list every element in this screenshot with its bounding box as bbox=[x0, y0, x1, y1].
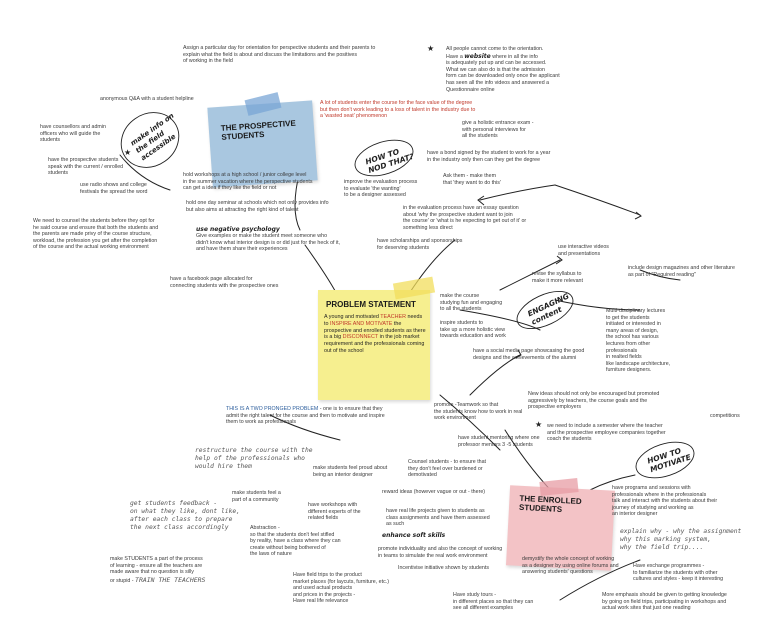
note-social-media: have a social media page showcasing the … bbox=[473, 348, 585, 361]
note-counsellors: have counsellors and admin officers who … bbox=[40, 124, 106, 144]
note-counsel-before: We need to counsel the students before t… bbox=[33, 218, 159, 251]
note-bond: have a bond signed by the student to wor… bbox=[427, 150, 551, 163]
note-teamwork: promote -Teamwork so that the students k… bbox=[434, 402, 523, 422]
note-workshops-school: hold workshops at a high school / junior… bbox=[183, 172, 313, 192]
note-make-course: make the course studying fun and engagin… bbox=[440, 293, 503, 313]
note-website: All people cannot come to the orientatio… bbox=[446, 46, 560, 93]
note-semester: we need to include a semester where the … bbox=[547, 423, 666, 443]
note-competitions: competitions bbox=[710, 413, 740, 419]
prospective-students-title: THE PROSPECTIVE STUDENTS bbox=[220, 118, 297, 142]
use-negative-psychology-label: use negative psychology bbox=[196, 226, 280, 233]
note-improve-eval: improve the evaluation process to evalua… bbox=[344, 179, 418, 199]
note-reward-ideas: reward ideas (however vague or out - the… bbox=[382, 489, 486, 495]
note-mentoring: have student mentoring where one profess… bbox=[458, 435, 540, 448]
problem-statement-title: PROBLEM STATEMENT bbox=[326, 300, 416, 309]
note-counsel-ensure: Counsel students - to ensure that they d… bbox=[408, 459, 487, 479]
note-demystify: demystify the whole concept of working a… bbox=[522, 556, 619, 576]
note-more-emphasis: More emphasis should be given to getting… bbox=[602, 592, 727, 612]
note-new-ideas: New ideas should not only be encouraged … bbox=[528, 391, 660, 411]
note-speak-community: have the prospective students speak with… bbox=[48, 157, 124, 177]
note-scholarships: have scholarships and sponsorships for d… bbox=[377, 238, 463, 251]
note-facebook: have a facebook page allocated for conne… bbox=[170, 276, 279, 289]
note-one-day-seminar: hold one day seminar at schools which no… bbox=[186, 200, 329, 213]
note-radio-shows: use radio shows and college festivals th… bbox=[80, 182, 148, 195]
note-interactive-videos: use interactive videos and presentations bbox=[558, 244, 609, 257]
note-lot-of-students: A lot of students enter the course for t… bbox=[320, 100, 476, 120]
note-revise-syllabus: revise the syllabus to make it more rele… bbox=[532, 271, 583, 284]
note-multidisciplinary: Multi-disciplinary lectures to get the s… bbox=[606, 308, 671, 374]
note-entrance-exam: give a holistic entrance exam - with per… bbox=[462, 120, 534, 140]
note-two-pronged: THIS IS A TWO PRONGED PROBLEM - one is t… bbox=[226, 406, 385, 426]
note-orientation-day: Assign a particular day for orientation … bbox=[183, 45, 376, 65]
note-inspire: inspire students to take up a more holis… bbox=[440, 320, 506, 340]
restructure-course-label: restructure the course with the help of … bbox=[195, 447, 313, 470]
note-make-students-part: make STUDENTS a part of the process of l… bbox=[110, 556, 206, 584]
note-students-proud: make students feel proud about being an … bbox=[313, 465, 388, 478]
note-incentivise: Incentivise initiative shown by students bbox=[398, 565, 489, 571]
problem-statement-note: PROBLEM STATEMENT A young and motivated … bbox=[318, 290, 430, 400]
note-promote-individuality: promote individuality and also the conce… bbox=[378, 546, 503, 559]
note-ask-them: Ask them - make them that 'they want to … bbox=[443, 173, 501, 186]
note-students-community: make students feel a part of a community bbox=[232, 490, 281, 503]
note-have-workshops: have workshops with different experts of… bbox=[308, 502, 361, 522]
note-example-negative: Give examples or make the student meet s… bbox=[196, 233, 341, 253]
enrolled-students-title: THE ENROLLED STUDENTS bbox=[518, 493, 582, 515]
note-eval-process: in the evaluation process have an essay … bbox=[403, 205, 527, 231]
note-real-life: have real life projects given to student… bbox=[386, 508, 490, 528]
note-programs-sessions: have programs and sessions with professi… bbox=[612, 485, 718, 518]
star-icon: ★ bbox=[535, 420, 543, 429]
star-icon: ★ bbox=[427, 44, 435, 53]
note-design-magazines: include design magazines and other liter… bbox=[628, 265, 735, 278]
star-icon: ★ bbox=[124, 148, 132, 157]
note-field-trips: Have field trips to the product market p… bbox=[293, 572, 389, 605]
note-anonymous-qa: anonymous Q&A with a student helpline bbox=[100, 96, 194, 102]
note-study-tours: Have study tours - in different places s… bbox=[453, 592, 534, 612]
note-abstraction: Abstraction - so that the students don't… bbox=[250, 525, 341, 558]
enhance-soft-skills-label: enhance soft skills bbox=[382, 532, 446, 539]
problem-statement-body: A young and motivated TEACHER needs to I… bbox=[324, 314, 426, 354]
student-feedback-label: get students feedback - on what they lik… bbox=[130, 500, 240, 531]
explain-why-label: explain why - why the assignment why thi… bbox=[620, 528, 742, 551]
note-exchange: Have exchange programmes - to familiariz… bbox=[633, 563, 724, 583]
